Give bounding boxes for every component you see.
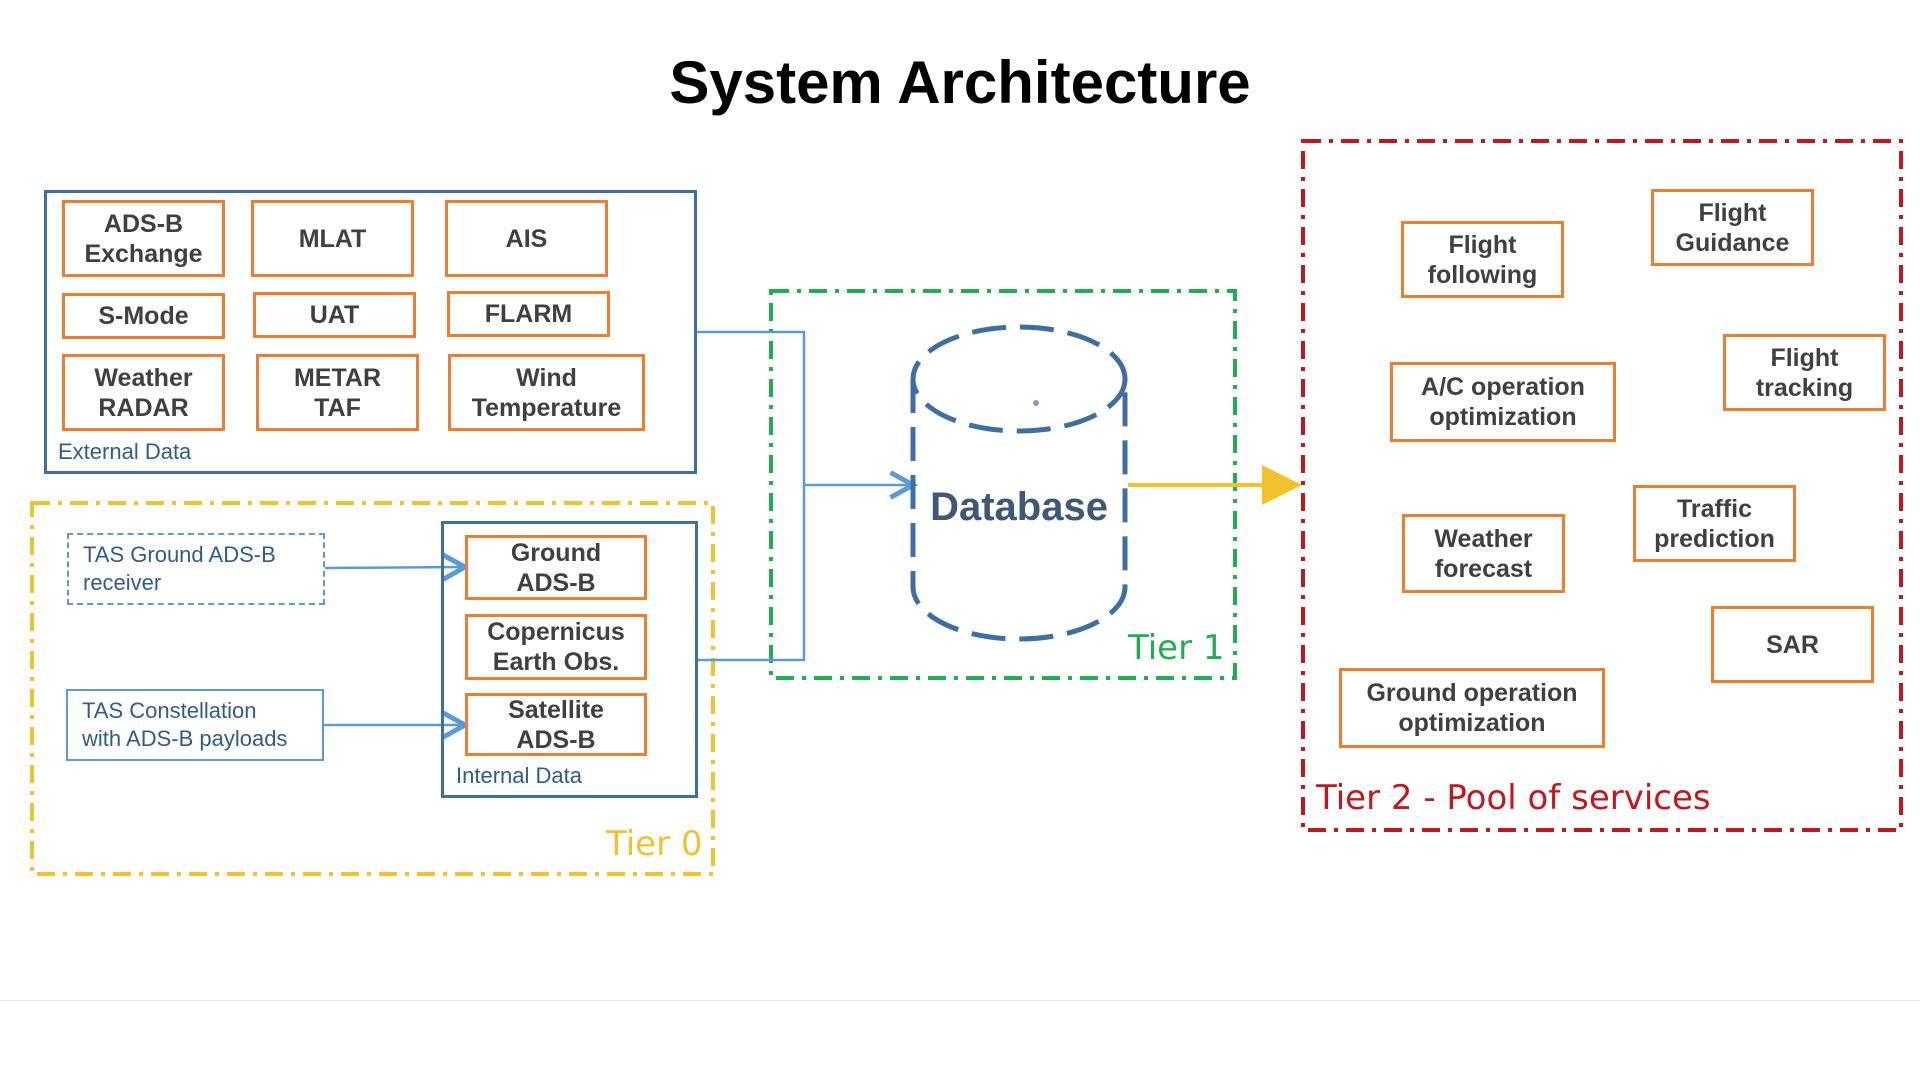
service-ground-operation-optimization: Ground operation optimization (1339, 668, 1605, 748)
ext-item-wind-temperature: Wind Temperature (448, 354, 645, 431)
service-flight-guidance: Flight Guidance (1651, 189, 1814, 266)
tier2-frame (1301, 139, 1903, 832)
database-cylinder (910, 324, 1128, 642)
service-weather-forecast: Weather forecast (1402, 514, 1565, 593)
tier0-label: Tier 0 (606, 824, 703, 864)
ext-item-metar-taf: METAR TAF (256, 354, 419, 431)
tas-constellation: TAS Constellation with ADS-B payloads (66, 689, 324, 761)
ext-item-s-mode: S-Mode (62, 293, 225, 339)
tier2-label: Tier 2 - Pool of services (1316, 778, 1711, 818)
ext-item-uat: UAT (253, 292, 416, 338)
ext-item-ais: AIS (445, 200, 608, 277)
bottom-divider (0, 1000, 1920, 1001)
external-data-label: External Data (58, 439, 192, 464)
ext-item-flarm: FLARM (447, 291, 610, 337)
service-flight-tracking: Flight tracking (1723, 334, 1886, 411)
tas-ground-adsb-receiver: TAS Ground ADS-B receiver (67, 533, 325, 605)
int-item-ground-adsb: Ground ADS-B (465, 535, 647, 600)
internal-data-label: Internal Data (456, 763, 582, 788)
internal-data-panel (441, 521, 698, 798)
service-flight-following: Flight following (1401, 221, 1564, 298)
external-data-panel (44, 190, 697, 474)
service-traffic-prediction: Traffic prediction (1633, 485, 1796, 562)
service-sar: SAR (1711, 606, 1874, 683)
ext-item-adsb-exchange: ADS-B Exchange (62, 200, 225, 277)
int-item-satellite-adsb: Satellite ADS-B (465, 693, 647, 756)
service-ac-operation-optimization: A/C operation optimization (1390, 362, 1616, 442)
ext-item-mlat: MLAT (251, 200, 414, 277)
tier1-label: Tier 1 (1128, 628, 1225, 668)
ext-item-weather-radar: Weather RADAR (62, 354, 225, 431)
int-item-copernicus: Copernicus Earth Obs. (465, 614, 647, 680)
internal-to-database-connector (698, 485, 806, 662)
page-title: System Architecture (669, 49, 1251, 116)
database-label: Database (930, 485, 1108, 529)
external-to-database-connector (697, 330, 913, 485)
database-dot (1033, 400, 1039, 406)
